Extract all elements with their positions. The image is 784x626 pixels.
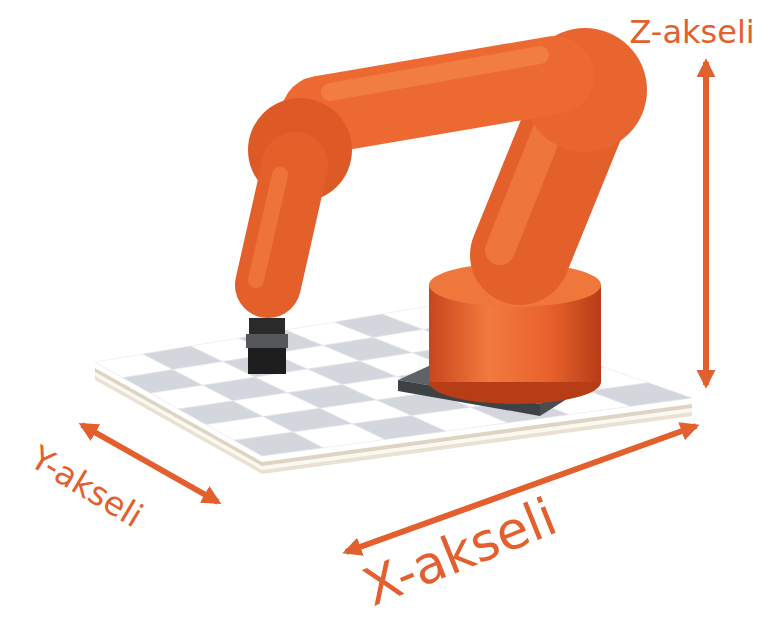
axis-label: Z-akseli (630, 13, 755, 51)
robot-gripper (249, 318, 285, 334)
board-edge (95, 362, 692, 462)
board-edge (95, 362, 692, 470)
board-edge (95, 362, 692, 466)
axis-label: X-akseli (355, 486, 565, 617)
robot-highlight (256, 175, 280, 280)
robot-highlight (330, 55, 540, 92)
z-axis-arrow (703, 62, 709, 385)
board-square (589, 383, 692, 407)
robot-gripper (248, 348, 286, 374)
robot-gripper (246, 334, 288, 348)
checkerboard (95, 306, 692, 474)
